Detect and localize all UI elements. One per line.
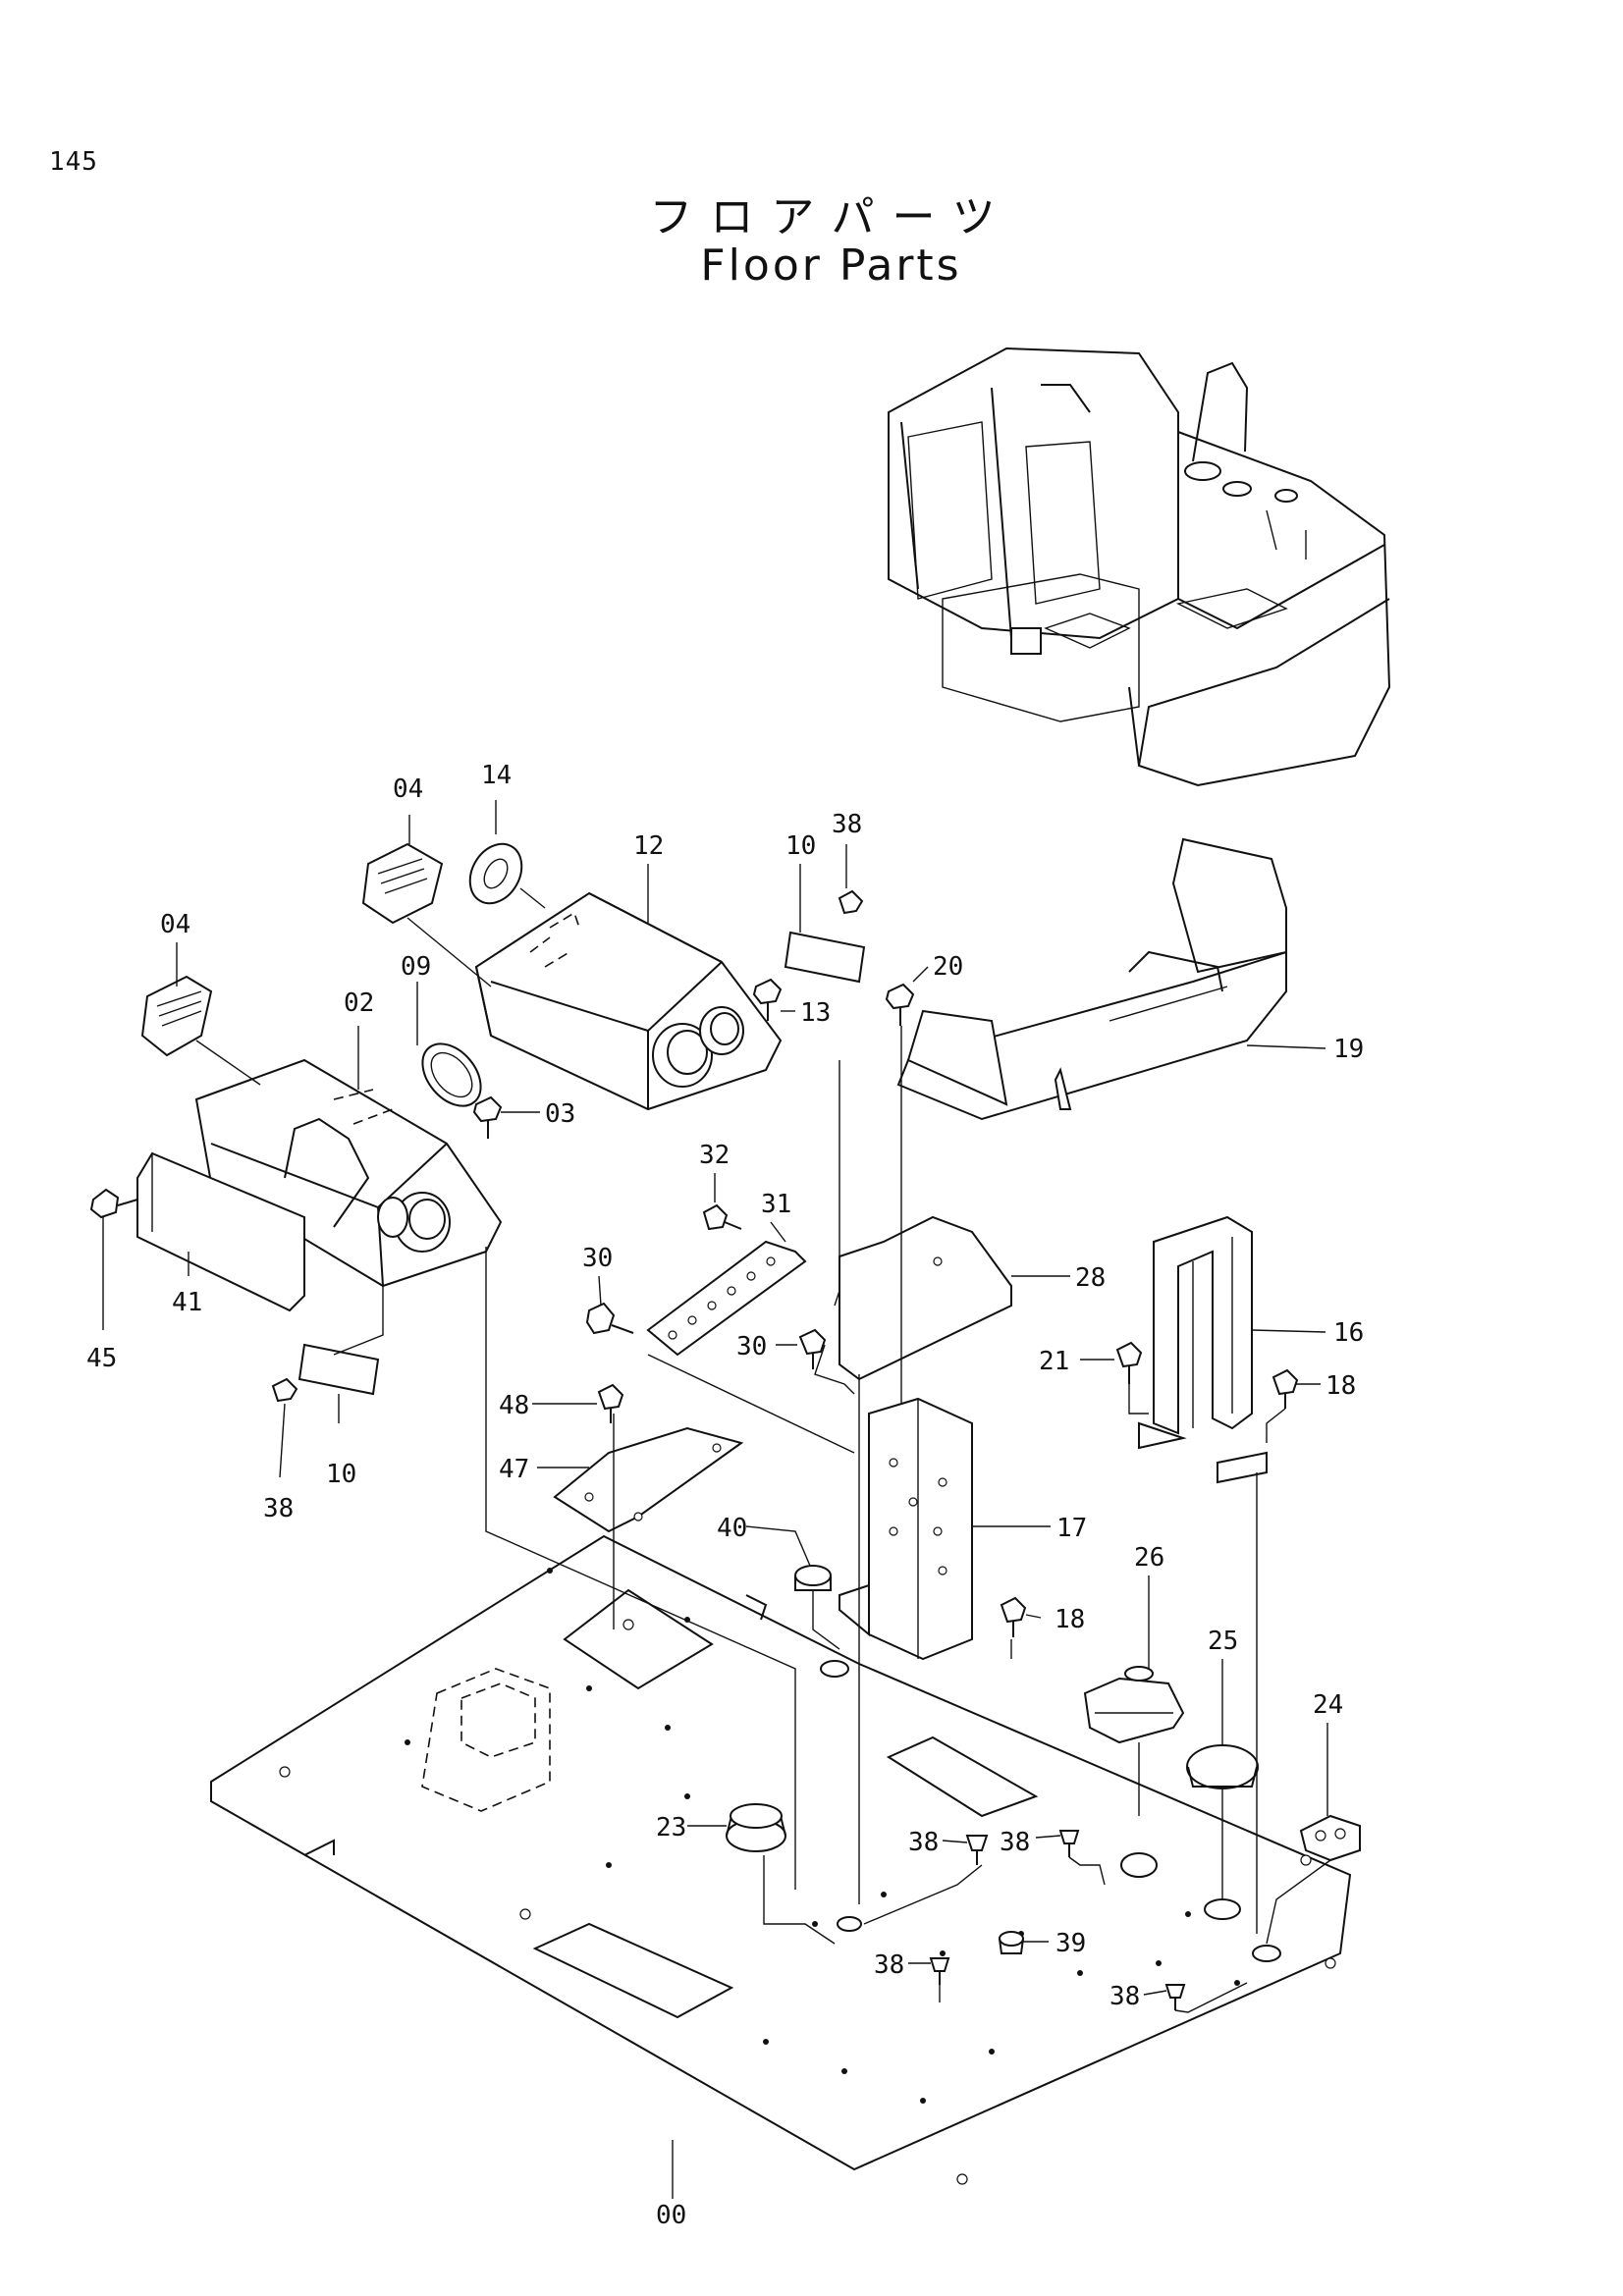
part-label: 38 bbox=[1109, 1982, 1140, 2011]
bolt-38-top bbox=[838, 889, 864, 915]
part-31-terminal-strip bbox=[646, 1240, 807, 1357]
pedal-assembly-dashed bbox=[421, 1668, 551, 1812]
title-japanese: フロアパーツ bbox=[649, 192, 1013, 242]
part-40-plug bbox=[794, 1565, 832, 1591]
part-41-cover-panel bbox=[136, 1151, 305, 1312]
part-label: 13 bbox=[800, 998, 831, 1028]
page-number: 145 bbox=[49, 147, 98, 177]
bolt-30-right bbox=[798, 1328, 827, 1369]
part-label: 25 bbox=[1208, 1627, 1238, 1656]
part-label: 18 bbox=[1055, 1605, 1085, 1634]
bolt-13 bbox=[752, 978, 783, 1021]
part-label: 17 bbox=[1056, 1514, 1087, 1543]
part-label: 30 bbox=[736, 1332, 767, 1362]
part-label: 38 bbox=[263, 1494, 294, 1523]
screw-38-a bbox=[965, 1835, 989, 1865]
part-label: 31 bbox=[761, 1190, 791, 1219]
part-label: 14 bbox=[481, 761, 512, 790]
part-12-heater-unit bbox=[474, 891, 783, 1111]
floor-cutout-left bbox=[532, 1922, 734, 2019]
callout-leaders bbox=[102, 800, 1328, 2199]
part-label: 18 bbox=[1325, 1371, 1356, 1401]
part-label: 16 bbox=[1333, 1318, 1364, 1348]
part-25-rubber-cap bbox=[1186, 1744, 1259, 1789]
bolt-38-left bbox=[271, 1377, 298, 1403]
screw-38-d bbox=[1164, 1984, 1186, 2010]
bolt-21 bbox=[1115, 1341, 1143, 1384]
part-label: 04 bbox=[160, 910, 190, 939]
assembly-lines bbox=[195, 887, 1331, 2013]
part-label: 24 bbox=[1313, 1690, 1343, 1720]
part-label: 20 bbox=[933, 952, 963, 982]
part-label: 41 bbox=[172, 1288, 202, 1317]
part-47-cover-panel bbox=[553, 1426, 744, 1533]
part-label: 39 bbox=[1055, 1929, 1086, 1958]
part-26-rubber-boot bbox=[1083, 1666, 1185, 1744]
bolt-32 bbox=[702, 1203, 742, 1231]
part-02-heater-unit bbox=[194, 1058, 503, 1288]
title-english: Floor Parts bbox=[700, 240, 962, 291]
bolt-48 bbox=[597, 1383, 624, 1423]
part-label: 23 bbox=[656, 1813, 686, 1842]
part-label: 48 bbox=[499, 1391, 529, 1420]
part-label: 32 bbox=[699, 1141, 730, 1170]
part-10-plate-bottom bbox=[298, 1343, 380, 1396]
part-label: 38 bbox=[908, 1828, 939, 1857]
part-00-floor-plate bbox=[210, 1534, 1352, 2185]
bolt-45 bbox=[89, 1188, 138, 1219]
part-28-bracket bbox=[839, 1215, 1012, 1381]
excavator-overview-illustration bbox=[888, 347, 1391, 787]
part-24-grommet bbox=[1299, 1814, 1361, 1862]
part-23-grommet bbox=[726, 1803, 786, 1852]
part-19-bracket-frame bbox=[896, 837, 1287, 1121]
part-label: 38 bbox=[1000, 1828, 1030, 1857]
bolt-18-top bbox=[1271, 1368, 1299, 1409]
part-label: 21 bbox=[1039, 1347, 1069, 1376]
part-label: 26 bbox=[1134, 1543, 1164, 1573]
part-label: 09 bbox=[401, 952, 431, 982]
part-04-connector-left bbox=[140, 975, 213, 1057]
part-label: 19 bbox=[1333, 1035, 1364, 1064]
part-label: 12 bbox=[633, 831, 664, 861]
bolt-03 bbox=[472, 1095, 503, 1139]
screw-38-b bbox=[1058, 1830, 1080, 1857]
screw-38-c bbox=[929, 1957, 950, 1985]
part-label: 10 bbox=[785, 831, 816, 861]
floor-cutout-top bbox=[563, 1588, 714, 1690]
bolt-30-left bbox=[585, 1302, 634, 1335]
part-10-plate-top bbox=[784, 931, 866, 984]
part-label: 02 bbox=[344, 988, 374, 1018]
part-label: 00 bbox=[656, 2201, 686, 2230]
part-label: 10 bbox=[326, 1460, 356, 1489]
part-16-stand bbox=[1138, 1215, 1268, 1484]
part-label: 45 bbox=[86, 1344, 117, 1373]
floor-cutout-center bbox=[886, 1735, 1039, 1818]
part-04-connector-top bbox=[361, 842, 444, 925]
part-label: 28 bbox=[1075, 1263, 1106, 1293]
part-label: 38 bbox=[832, 810, 862, 839]
part-label: 03 bbox=[545, 1099, 575, 1129]
bolt-18-bottom bbox=[1000, 1596, 1027, 1637]
part-label: 40 bbox=[717, 1514, 747, 1543]
part-label: 47 bbox=[499, 1455, 529, 1484]
part-09-duct bbox=[421, 1042, 482, 1107]
bolt-20 bbox=[885, 983, 915, 1026]
part-14-gasket bbox=[468, 842, 523, 905]
part-label: 30 bbox=[582, 1244, 613, 1273]
part-label: 04 bbox=[393, 774, 423, 804]
part-17-stand bbox=[839, 1397, 973, 1661]
part-label: 38 bbox=[874, 1950, 904, 1980]
part-39-grommet bbox=[999, 1931, 1024, 1954]
